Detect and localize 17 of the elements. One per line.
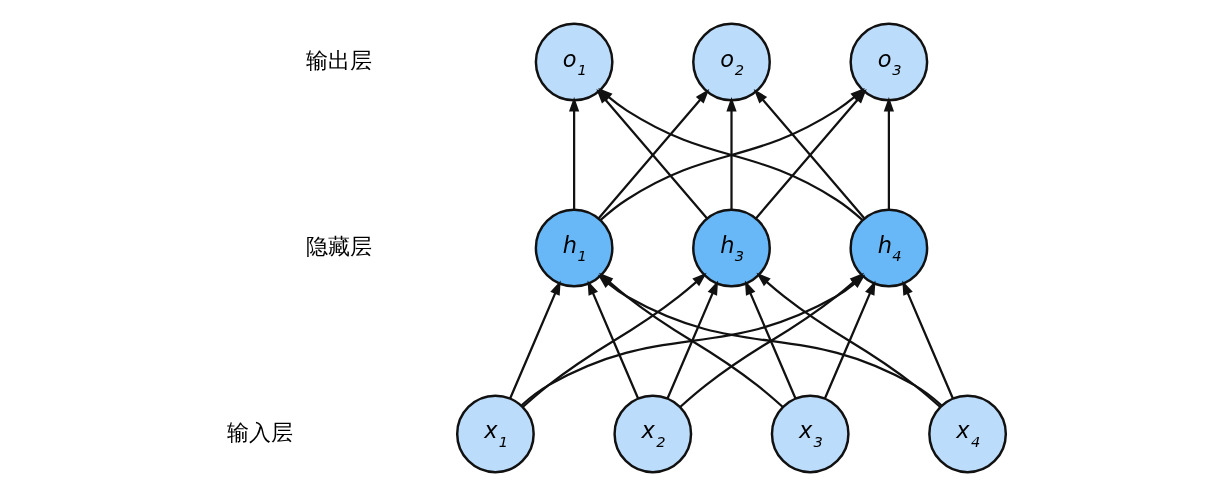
arrow [883,96,894,210]
arrow [823,279,876,399]
arrow [902,279,954,399]
node-circle: o$_{2}$ [692,22,771,101]
arrow [744,279,797,399]
node-circle: x$_{3}$ [770,394,850,473]
arrow [569,96,580,210]
node-circle: x$_{1}$ [455,394,535,473]
node-circle: x$_{2}$ [613,394,693,473]
label: 输入层 [227,418,294,445]
arrow [666,279,719,399]
label: 隐藏层 [306,232,373,259]
arrow [587,279,640,399]
arrow [726,96,737,210]
label: 输出层 [306,46,373,73]
arrow [509,279,561,399]
node-circle: x$_{4}$ [928,394,1008,473]
